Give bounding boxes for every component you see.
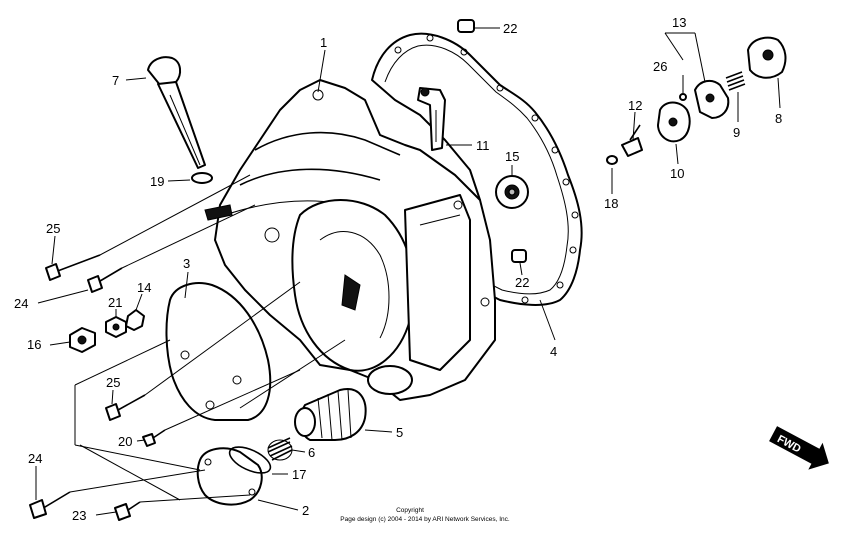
- dowel-pin-top: [457, 19, 475, 33]
- callout-23: 23: [72, 508, 86, 523]
- callout-22-bottom: 22: [515, 275, 529, 290]
- dowel-pin-bottom: [511, 249, 527, 263]
- bolt-23: [114, 501, 141, 521]
- nut-21: [105, 316, 127, 338]
- callout-19: 19: [150, 174, 164, 189]
- callout-14: 14: [137, 280, 151, 295]
- callout-9: 9: [733, 125, 740, 140]
- forward-label: FWD: [775, 433, 803, 455]
- callout-1: 1: [320, 35, 327, 50]
- filter-spring: [267, 437, 293, 461]
- callout-10: 10: [670, 166, 684, 181]
- nut-16: [69, 327, 96, 353]
- forward-arrow-icon: FWD: [769, 426, 829, 470]
- cam-13: [694, 79, 730, 119]
- callout-8: 8: [775, 111, 782, 126]
- callout-3: 3: [183, 256, 190, 271]
- leader-lines: [35, 27, 781, 516]
- callout-15: 15: [505, 149, 519, 164]
- callout-25-lower: 25: [106, 375, 120, 390]
- bolt-20: [142, 429, 166, 447]
- washer-14: [125, 309, 145, 331]
- oil-dipstick: [147, 56, 206, 169]
- callout-26: 26: [653, 59, 667, 74]
- o-ring-19: [191, 172, 213, 184]
- callout-22-top: 22: [503, 21, 517, 36]
- callout-24-upper: 24: [14, 296, 28, 311]
- outer-cover-plate: [165, 282, 272, 421]
- bolt-24-lower: [29, 491, 71, 519]
- callout-20: 20: [118, 434, 132, 449]
- callout-13: 13: [672, 15, 686, 30]
- callout-21: 21: [108, 295, 122, 310]
- callout-labels: 1 22 13 7 26 8 9 12 11 15 10 19 18 25 3 …: [14, 15, 782, 523]
- copyright-line-2: Page design (c) 2004 - 2014 by ARI Netwo…: [340, 516, 510, 523]
- bolt-24-upper: [87, 267, 123, 293]
- callout-5: 5: [396, 425, 403, 440]
- washer-18: [606, 155, 618, 165]
- bolt-12: [621, 124, 643, 157]
- bolt-25-upper: [45, 254, 101, 281]
- callout-16: 16: [27, 337, 41, 352]
- copyright-line-1: Copyright: [396, 507, 424, 514]
- bolt-25-lower: [105, 394, 146, 421]
- callout-12: 12: [628, 98, 642, 113]
- crankcase-cover: [204, 79, 496, 401]
- callout-6: 6: [308, 445, 315, 460]
- o-ring-17: [228, 446, 272, 474]
- plate-8: [747, 36, 787, 79]
- filter-cover: [196, 447, 263, 506]
- callout-17: 17: [292, 467, 306, 482]
- pin-26: [679, 93, 687, 101]
- oil-filter: [294, 388, 367, 441]
- plate-10: [657, 101, 691, 143]
- callout-2: 2: [302, 503, 309, 518]
- callout-4: 4: [550, 344, 557, 359]
- callout-18: 18: [604, 196, 618, 211]
- callout-7: 7: [112, 73, 119, 88]
- callout-24-lower: 24: [28, 451, 42, 466]
- callout-25-upper: 25: [46, 221, 60, 236]
- spring-9: [725, 71, 746, 91]
- callout-11: 11: [476, 138, 490, 153]
